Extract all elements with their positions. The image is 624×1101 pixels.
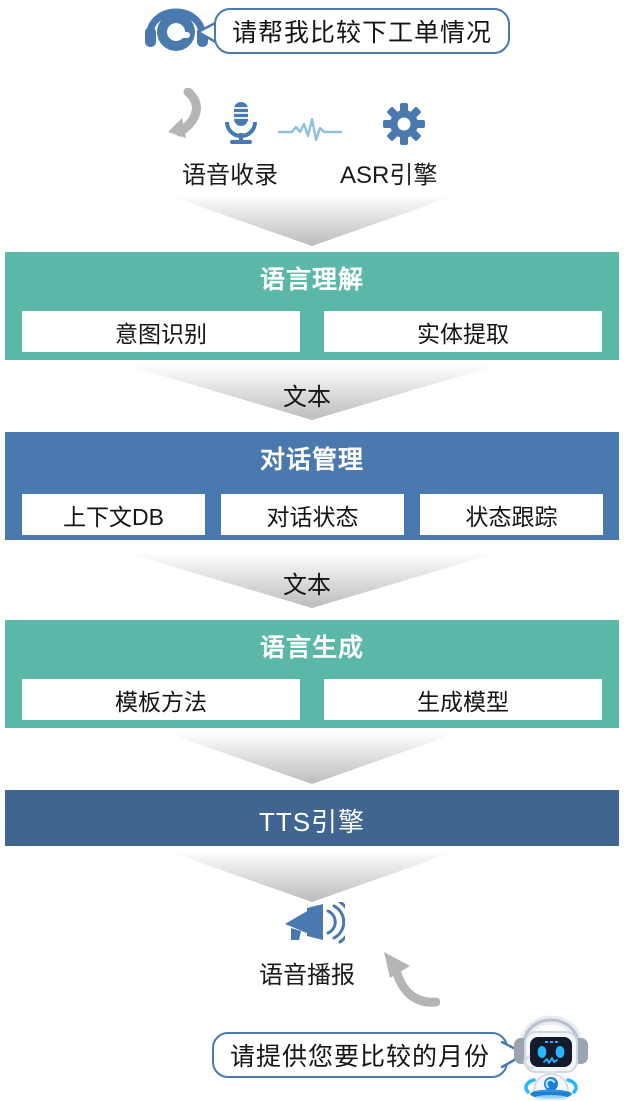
gear-icon: [383, 103, 425, 145]
megaphone-icon: [285, 902, 345, 944]
stage-nlg-title: 语言生成: [259, 634, 364, 662]
stage-nlg-item-0[interactable]: 模板方法: [22, 679, 300, 720]
user-speech-bubble: 请帮我比较下工单情况: [214, 8, 510, 54]
stage-nlu-title: 语言理解: [259, 266, 364, 294]
robot-mascot-icon: [514, 1015, 588, 1100]
flow-label-nlu-to-dm: 文本: [283, 384, 331, 411]
stage-nlu-item-1[interactable]: 实体提取: [324, 311, 602, 352]
stage-dm-item-2[interactable]: 状态跟踪: [420, 494, 603, 535]
curved-arrow-up-icon: [384, 952, 440, 1007]
audio-waveform-icon: [278, 118, 342, 142]
stage-tts: TTS引擎: [5, 790, 619, 846]
flow-arrow-nlu-to-dm: [130, 366, 494, 420]
microphone-icon: [225, 102, 257, 144]
user-bubble-text: 请帮我比较下工单情况: [231, 19, 492, 47]
stage-nlu-item-0[interactable]: 意图识别: [22, 311, 300, 352]
flow-label-dm-to-nlg: 文本: [283, 572, 331, 599]
stage-nlg-item-1[interactable]: 生成模型: [324, 679, 602, 720]
bot-speech-bubble: 请提供您要比较的月份: [212, 1032, 508, 1078]
flow-arrow-tts-to-output: [170, 852, 454, 902]
flow-arrow-nlg-to-tts: [170, 734, 454, 784]
stage-dm-item-1[interactable]: 对话状态: [221, 494, 404, 535]
voice-broadcast-label: 语音播报: [259, 962, 355, 989]
stage-dm-item-0[interactable]: 上下文DB: [22, 494, 205, 535]
voice-capture-label: 语音收录: [182, 162, 278, 189]
stage-dm-title: 对话管理: [259, 446, 364, 474]
stage-tts-title: TTS引擎: [258, 807, 366, 837]
flow-arrow-asr-to-nlu: [170, 196, 454, 246]
headset-agent-icon: [145, 8, 208, 51]
curved-arrow-down-icon: [168, 88, 201, 138]
bot-bubble-text: 请提供您要比较的月份: [229, 1043, 490, 1071]
asr-engine-label: ASR引擎: [340, 162, 438, 189]
flow-arrow-dm-to-nlg: [130, 554, 494, 608]
